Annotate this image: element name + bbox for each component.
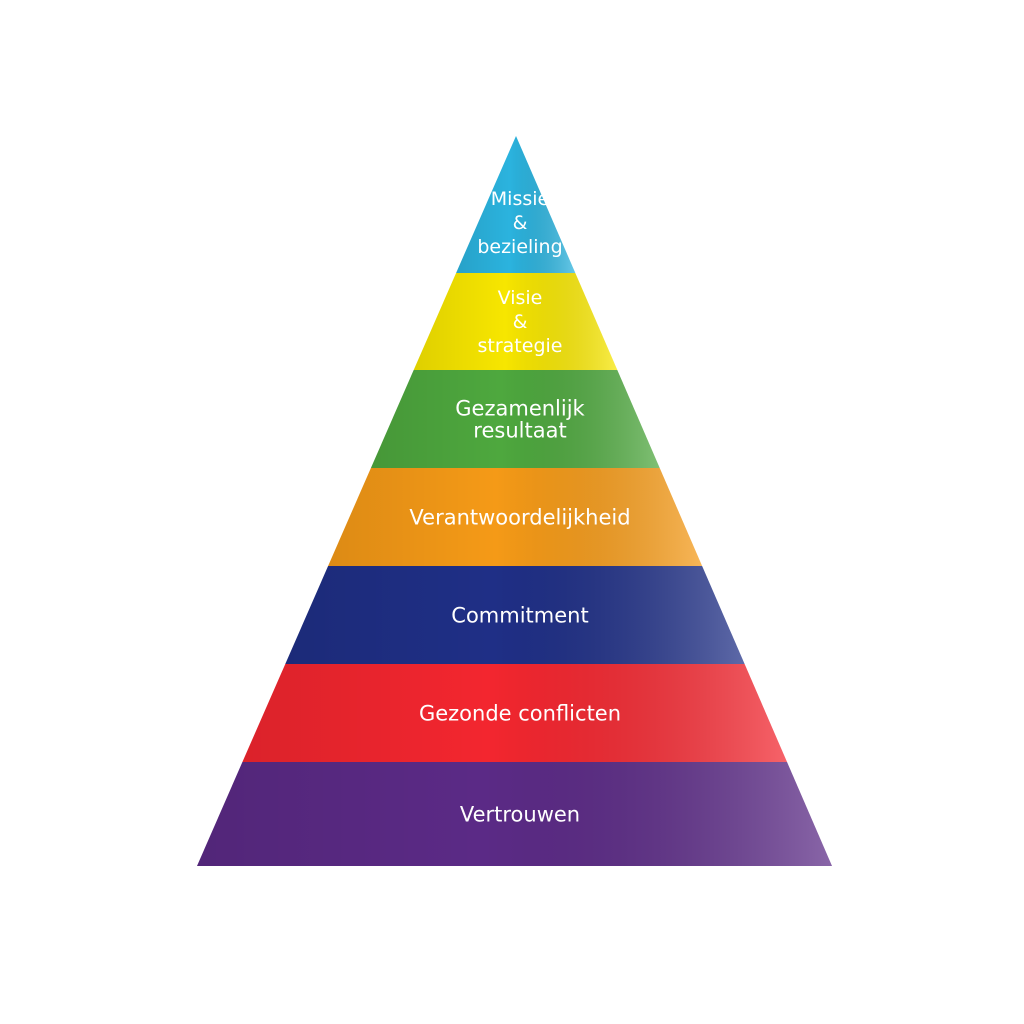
tier-missie-label-line-3: bezieling [477, 236, 562, 258]
tier-resultaat-shading [370, 370, 660, 468]
tier-commitment-label-line-1: Commitment [451, 603, 588, 627]
tier-resultaat-label-line-1: Gezamenlijk [455, 396, 585, 420]
tier-commitment-shading [285, 566, 745, 664]
tier-visie-shading [413, 273, 618, 370]
tier-conflicten-shading [242, 664, 787, 762]
tier-verantwoordelijkheid-label-line-1: Verantwoordelijkheid [409, 505, 630, 529]
tier-missie-shading [456, 136, 576, 273]
tier-vertrouwen-label-line-1: Vertrouwen [460, 802, 580, 826]
tier-visie-label-line-3: strategie [478, 335, 563, 357]
tier-verantwoordelijkheid-shading [328, 468, 703, 566]
tier-vertrouwen-shading [197, 762, 832, 866]
tier-visie-label-line-1: Visie [498, 287, 543, 309]
tier-missie-label-line-2: & [513, 212, 528, 234]
tier-visie-label-line-2: & [513, 311, 528, 333]
tier-conflicten-label-line-1: Gezonde conflicten [419, 701, 621, 725]
tier-resultaat-label-line-2: resultaat [473, 418, 566, 442]
tier-missie-label-line-1: Missie [491, 188, 549, 210]
